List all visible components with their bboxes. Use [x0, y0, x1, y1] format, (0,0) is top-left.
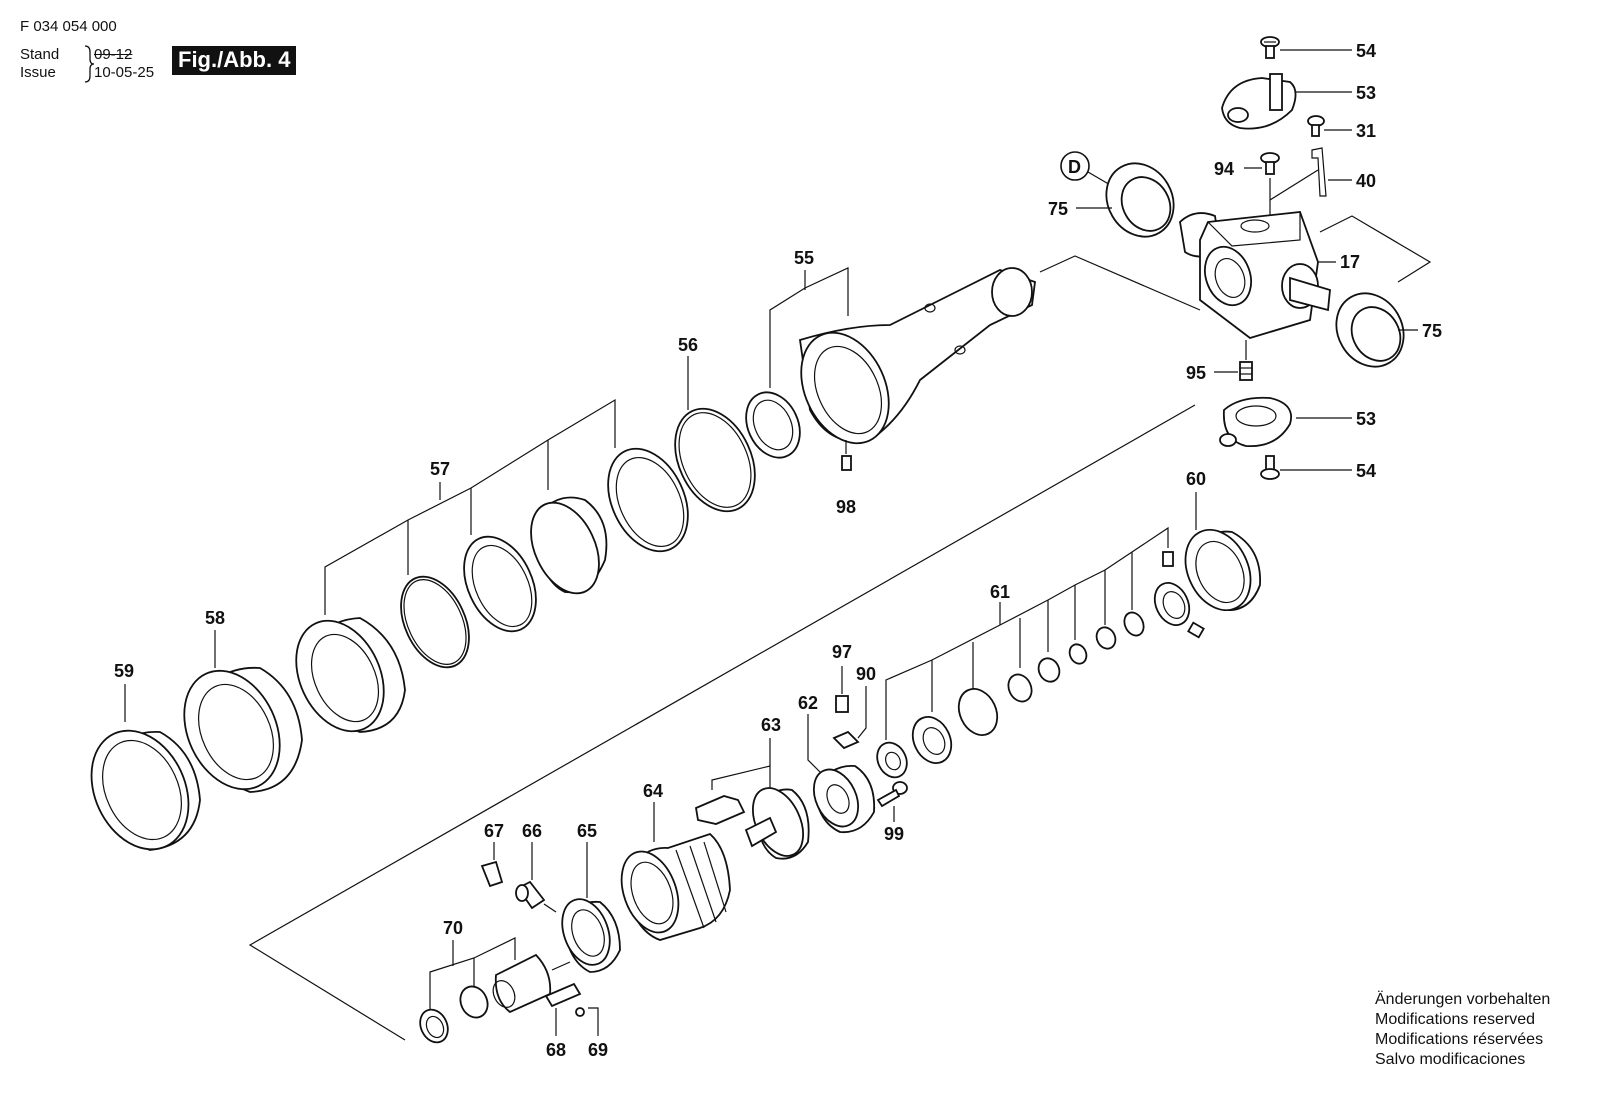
part-59-cap-ring — [90, 684, 201, 851]
part-53-lower-cover — [1219, 396, 1352, 447]
callout-70: 70 — [443, 918, 463, 938]
part-58-threaded-ring — [183, 630, 303, 793]
part-67-stud — [480, 842, 504, 888]
part-65-threaded-ring — [561, 842, 621, 973]
callout-labels: 54 53 31 40 94 D 75 17 75 95 53 54 55 56… — [114, 41, 1442, 1060]
part-55-washer — [745, 391, 801, 459]
callout-66: 66 — [522, 821, 542, 841]
callout-75-right: 75 — [1422, 321, 1442, 341]
callout-67: 67 — [484, 821, 504, 841]
part-94-screw — [1244, 152, 1319, 230]
part-61-bearing-stack — [876, 526, 1205, 779]
callout-59: 59 — [114, 661, 134, 681]
issue-date: 10-05-25 — [94, 64, 155, 81]
callout-61: 61 — [990, 582, 1010, 602]
callout-54-lower: 54 — [1356, 461, 1376, 481]
assembly-guide-lines — [248, 215, 1432, 1041]
part-54-lower-screw — [1260, 455, 1352, 480]
part-40-clip — [1311, 147, 1352, 197]
callout-17: 17 — [1340, 252, 1360, 272]
callout-75-left: 75 — [1048, 199, 1068, 219]
part-70-parts-group — [419, 937, 571, 1044]
callout-56: 56 — [678, 335, 698, 355]
part-62-flange — [807, 714, 876, 834]
part-68-clip — [544, 982, 582, 1036]
callout-54-upper: 54 — [1356, 41, 1376, 61]
part-31-screw — [1307, 115, 1352, 137]
callout-95: 95 — [1186, 363, 1206, 383]
callout-63: 63 — [761, 715, 781, 735]
part-95-pin — [1214, 340, 1253, 381]
callout-65: 65 — [577, 821, 597, 841]
callout-57: 57 — [430, 459, 450, 479]
part-97-screw — [835, 666, 849, 713]
detail-marker-label: D — [1068, 157, 1081, 177]
part-99-screw — [876, 781, 908, 822]
part-98-pin — [841, 440, 852, 471]
callout-97: 97 — [832, 642, 852, 662]
part-57-ring-set — [295, 398, 689, 733]
callout-31: 31 — [1356, 121, 1376, 141]
part-90-plate — [832, 686, 867, 750]
part-60-nut — [1184, 492, 1261, 612]
stand-date-superseded: 09-12 — [94, 46, 133, 63]
callout-58: 58 — [205, 608, 225, 628]
part-66-bushing — [515, 842, 557, 913]
callout-98: 98 — [836, 497, 856, 517]
callout-69: 69 — [588, 1040, 608, 1060]
notice-fr: Modifications réservées — [1375, 1031, 1544, 1048]
callout-53-upper: 53 — [1356, 83, 1376, 103]
document-header: F 034 054 000 Stand Issue 09-12 10-05-25… — [20, 18, 340, 98]
notice-de: Änderungen vorbehalten — [1375, 991, 1551, 1008]
part-17-gear-housing — [1179, 211, 1336, 339]
stand-label: Stand — [20, 46, 60, 63]
part-75-left-ring — [1076, 162, 1175, 238]
callout-99: 99 — [884, 824, 904, 844]
callout-60: 60 — [1186, 469, 1206, 489]
part-64-rotor-cylinder — [620, 802, 731, 941]
callout-90: 90 — [856, 664, 876, 684]
part-55-spindle-housing — [769, 267, 1036, 445]
part-53-upper-cover — [1221, 73, 1352, 130]
callout-55: 55 — [794, 248, 814, 268]
callout-62: 62 — [798, 693, 818, 713]
part-56-ring — [674, 356, 756, 513]
callout-68: 68 — [546, 1040, 566, 1060]
figure-label: Fig./Abb. 4 — [172, 46, 297, 75]
part-75-right-ring — [1335, 292, 1418, 368]
callout-64: 64 — [643, 781, 663, 801]
part-63-drive-plate — [694, 738, 810, 860]
document-number: F 034 054 000 — [20, 18, 117, 35]
notice-es: Salvo modificaciones — [1375, 1051, 1526, 1068]
modifications-notice: Änderungen vorbehalten Modifications res… — [1375, 990, 1590, 1070]
callout-94: 94 — [1214, 159, 1234, 179]
callout-53-lower: 53 — [1356, 409, 1376, 429]
issue-label: Issue — [20, 64, 56, 81]
callout-40: 40 — [1356, 171, 1376, 191]
part-69-ball — [575, 1007, 599, 1036]
notice-en: Modifications reserved — [1375, 1011, 1536, 1028]
part-54-upper-screw — [1260, 36, 1352, 59]
brace-icon — [84, 45, 95, 83]
